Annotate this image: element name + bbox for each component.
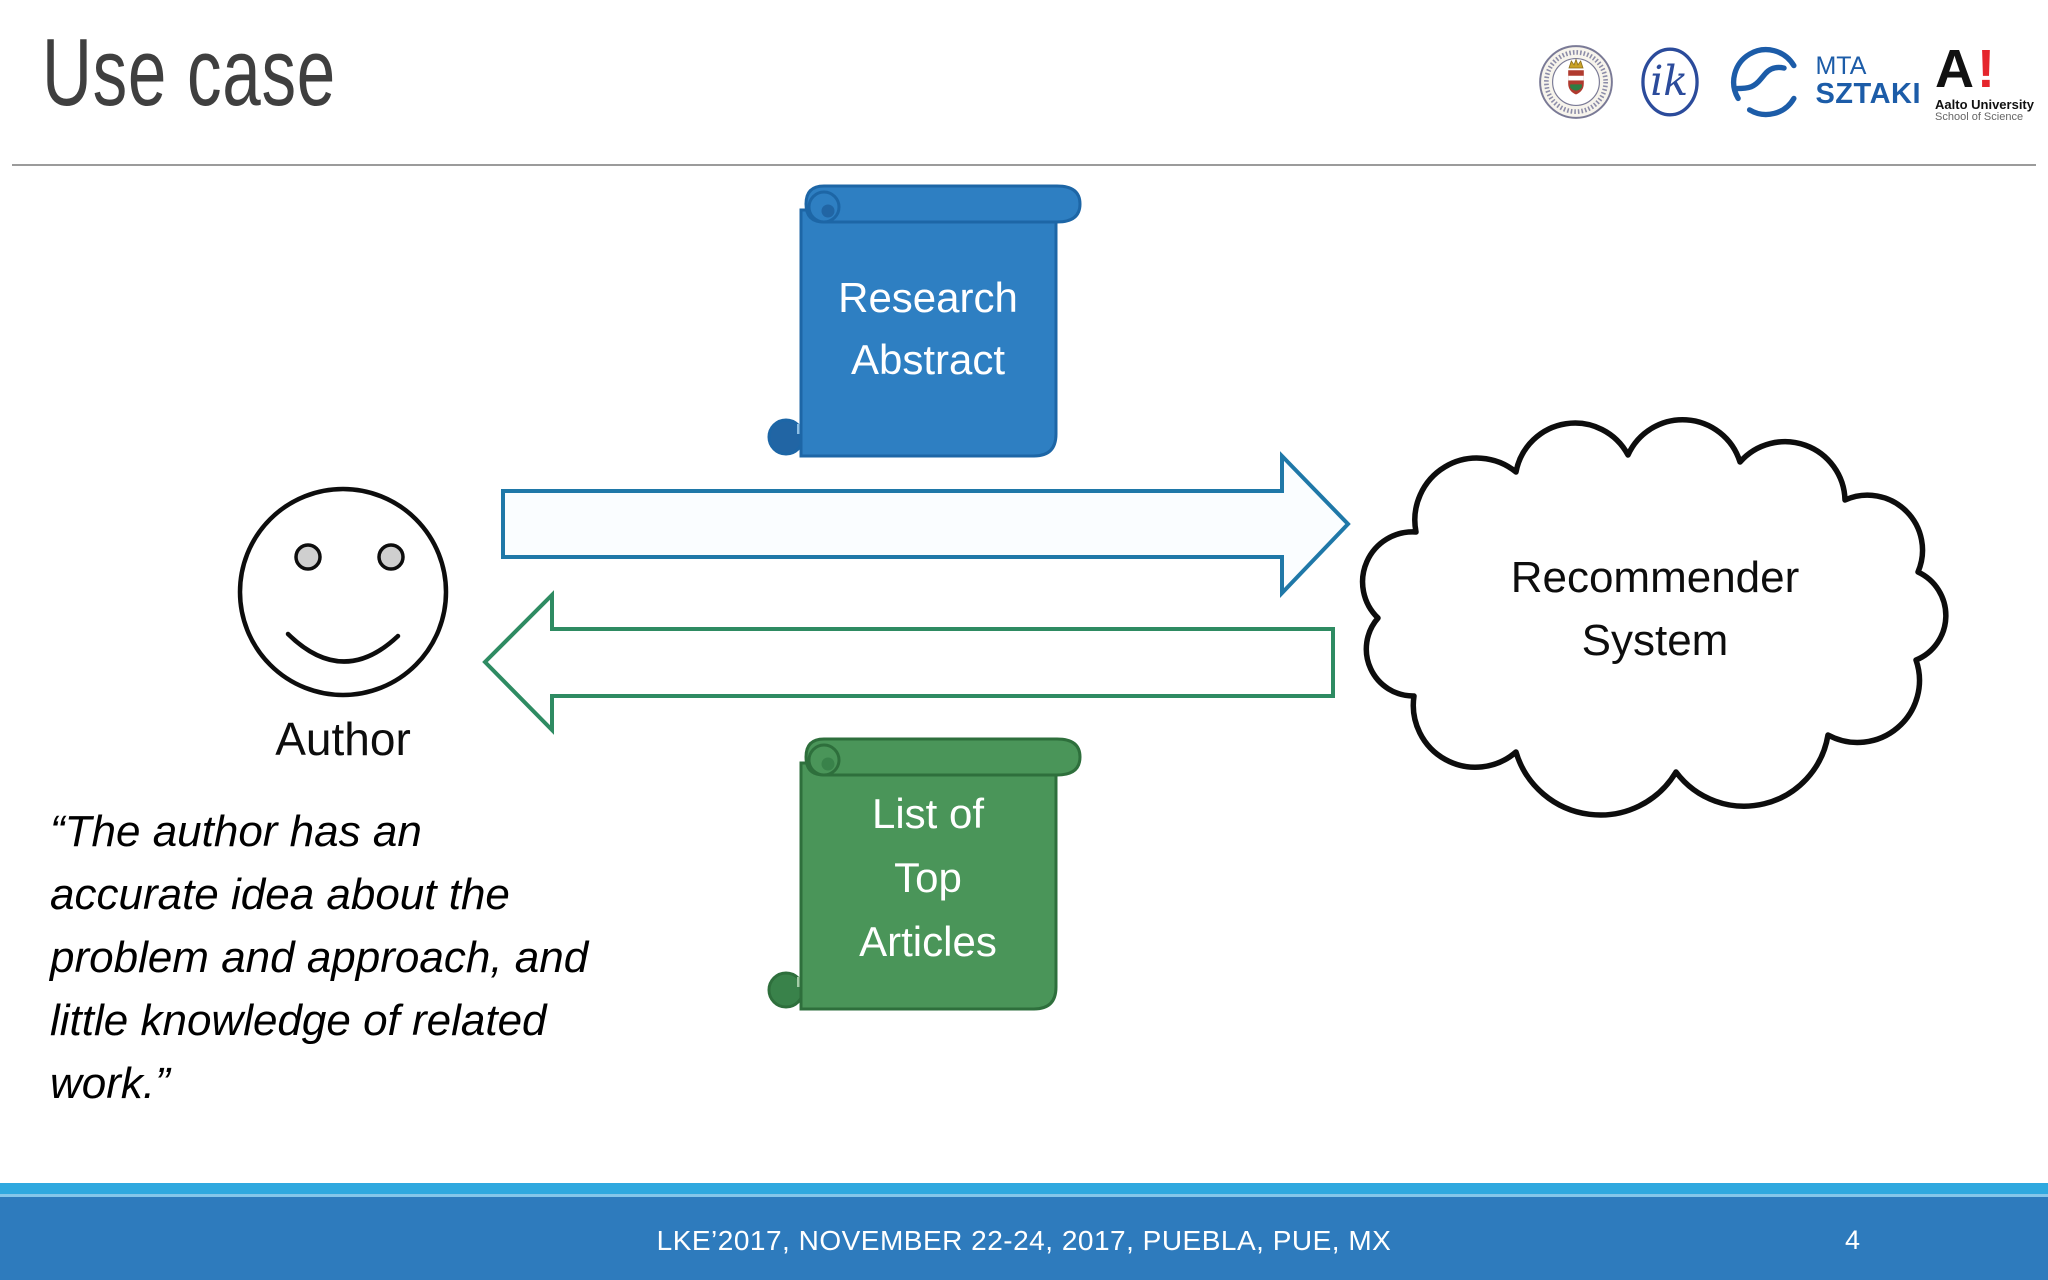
top-articles-scroll — [767, 737, 1082, 1011]
page-title: Use case — [42, 19, 336, 126]
label-line: Abstract — [850, 336, 1006, 383]
label-line: Articles — [859, 918, 997, 965]
logo-row: ik MTA SZTAKI A ! Aalto University Schoo… — [1537, 38, 2034, 126]
sztaki-text: SZTAKI — [1815, 77, 1922, 110]
seal-crown-icon — [1568, 58, 1585, 69]
label-line: Research — [838, 274, 1018, 321]
aalto-school-text: School of Science — [1935, 110, 2024, 123]
smiley-right-eye — [377, 543, 405, 571]
footer-accent-strip — [0, 1183, 2048, 1194]
ik-logo-text: ik — [1651, 57, 1689, 105]
sztaki-wordmark: MTA SZTAKI — [1815, 54, 1921, 109]
request-arrow — [501, 451, 1351, 598]
label-line: List of — [871, 790, 985, 837]
footer-accent-strip-light — [0, 1194, 2048, 1197]
aalto-a-letter: A — [1935, 38, 1975, 99]
recommender-system-label: Recommender System — [1450, 546, 1860, 672]
top-articles-label: List of Top Articles — [800, 782, 1056, 974]
quote-line: problem and approach, and — [50, 933, 589, 982]
quote-line: accurate idea about the — [50, 870, 510, 919]
smiley-left-eye — [294, 543, 322, 571]
footer-bar: LKE’2017, NOVEMBER 22-24, 2017, PUEBLA, … — [0, 1197, 2048, 1280]
aalto-exclamation-icon: ! — [1977, 38, 1995, 99]
smiley-smile — [285, 631, 401, 664]
research-abstract-label: Research Abstract — [800, 267, 1056, 391]
mta-sztaki-logo: MTA SZTAKI — [1725, 41, 1921, 123]
label-line: Recommender — [1510, 553, 1800, 602]
author-quote: “The author has an accurate idea about t… — [50, 800, 690, 1115]
quote-line: work.” — [50, 1059, 170, 1108]
author-smiley-face — [237, 486, 449, 698]
footer-conference-text: LKE’2017, NOVEMBER 22-24, 2017, PUEBLA, … — [656, 1225, 1392, 1256]
ik-logo: ik — [1641, 47, 1700, 117]
aalto-logo: A ! Aalto University School of Science — [1935, 42, 2034, 123]
response-arrow — [482, 590, 1335, 735]
author-label: Author — [275, 713, 411, 765]
aalto-university-text: Aalto University — [1935, 96, 2034, 112]
quote-line: little knowledge of related — [50, 996, 547, 1045]
university-seal-logo — [1539, 45, 1614, 119]
quote-line: “The author has an — [50, 807, 422, 856]
mta-text: MTA — [1815, 52, 1867, 81]
research-abstract-scroll — [767, 184, 1082, 458]
label-line: System — [1581, 616, 1729, 665]
sztaki-arrows-icon — [1731, 47, 1797, 118]
page-number: 4 — [1845, 1225, 1861, 1255]
label-line: Top — [894, 854, 962, 901]
title-underline — [12, 164, 2036, 166]
aalto-mark: A ! — [1935, 42, 1995, 96]
recommender-cloud — [1359, 416, 1949, 818]
